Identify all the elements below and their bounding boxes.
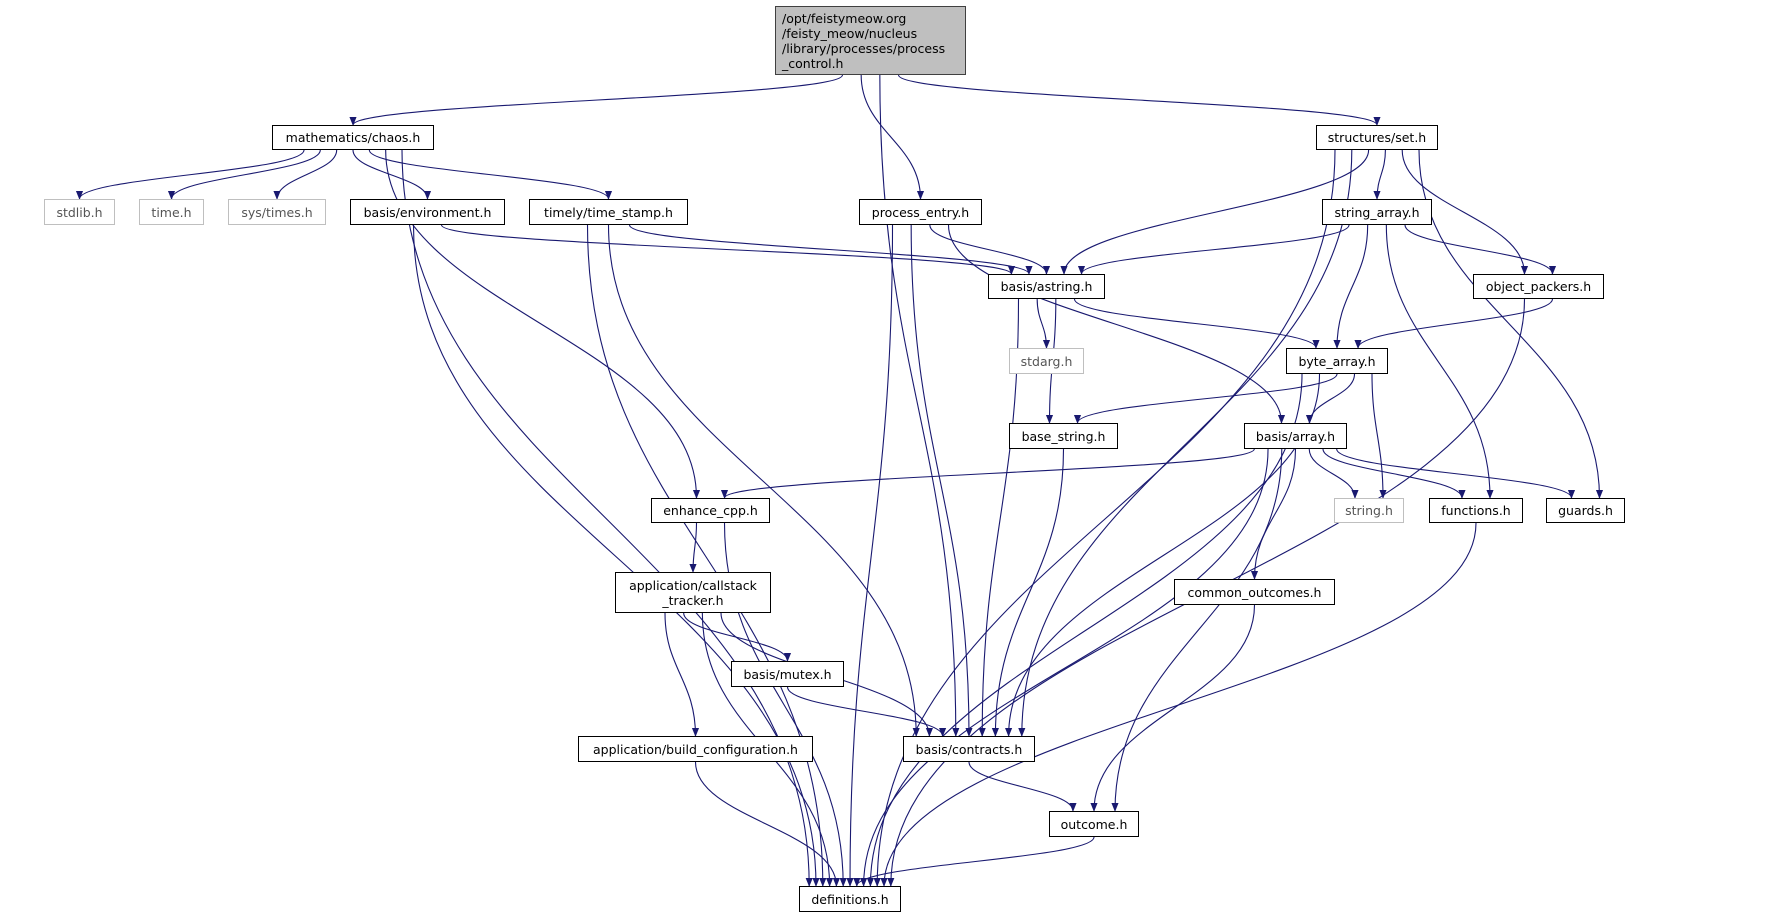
edge-array-to-guards — [1336, 448, 1576, 499]
edge-mutex-to-contracts — [786, 686, 947, 737]
edge-root-to-contracts — [879, 74, 960, 737]
edge-time-stamp-to-definitions — [586, 224, 827, 887]
edge-set-to-contracts — [1018, 149, 1353, 737]
node-array[interactable]: basis/array.h — [1244, 423, 1347, 449]
edge-environment-to-astring — [440, 224, 1015, 275]
edge-array-to-common-outcomes — [1250, 448, 1297, 580]
edge-callstack-to-mutex — [683, 612, 792, 662]
edge-process-entry-to-array — [947, 224, 1286, 424]
edge-process-entry-to-definitions — [846, 224, 894, 887]
node-root: /opt/feistymeow.org /feisty_meow/nucleus… — [775, 6, 966, 75]
edge-byte-array-to-string-h — [1371, 373, 1387, 499]
edge-array-to-string-h — [1308, 448, 1359, 499]
edge-array-to-definitions — [860, 448, 1269, 887]
edge-environment-to-definitions — [412, 224, 820, 887]
edge-array-to-outcome — [1111, 448, 1283, 812]
node-mutex[interactable]: basis/mutex.h — [731, 661, 844, 687]
edge-process-entry-to-astring — [929, 224, 1051, 275]
node-byte-array[interactable]: byte_array.h — [1286, 348, 1388, 374]
edge-common-outcomes-to-outcome — [1090, 604, 1256, 812]
node-functions[interactable]: functions.h — [1429, 498, 1523, 523]
edge-chaos-to-stdlib — [75, 149, 305, 200]
edge-string-array-to-object-packers — [1404, 224, 1557, 275]
edge-time-stamp-to-astring — [628, 224, 1033, 275]
edge-base-string-to-contracts — [991, 448, 1065, 737]
edge-root-to-process-entry — [860, 74, 925, 200]
edge-root-to-chaos — [349, 74, 844, 126]
edge-set-to-definitions — [873, 149, 1336, 887]
edge-byte-array-to-array — [1305, 373, 1356, 424]
edge-byte-array-to-base-string — [1073, 373, 1338, 424]
edge-chaos-to-time-stamp — [368, 149, 613, 200]
edge-build-configuration-to-definitions — [694, 761, 840, 887]
node-guards[interactable]: guards.h — [1546, 498, 1625, 523]
node-environment[interactable]: basis/environment.h — [350, 199, 505, 225]
node-outcome[interactable]: outcome.h — [1049, 811, 1139, 837]
node-contracts[interactable]: basis/contracts.h — [903, 736, 1035, 762]
node-build-configuration[interactable]: application/build_configuration.h — [578, 736, 813, 762]
edge-enhance-cpp-to-callstack — [689, 522, 698, 573]
edge-string-array-to-byte-array — [1333, 224, 1369, 349]
node-time-stamp[interactable]: timely/time_stamp.h — [529, 199, 688, 225]
edge-astring-to-stdarg — [1036, 298, 1051, 349]
edge-array-to-enhance-cpp — [721, 448, 1255, 499]
node-common-outcomes[interactable]: common_outcomes.h — [1174, 579, 1335, 605]
node-astring[interactable]: basis/astring.h — [988, 274, 1105, 299]
edge-chaos-to-systimes — [273, 149, 338, 200]
edge-root-to-set — [897, 74, 1381, 126]
edge-set-to-object-packers — [1401, 149, 1529, 275]
node-object-packers[interactable]: object_packers.h — [1473, 274, 1604, 299]
edge-chaos-to-time — [167, 149, 321, 200]
node-string-h: string.h — [1334, 498, 1404, 523]
edge-string-array-to-functions — [1385, 224, 1494, 499]
node-systimes: sys/times.h — [228, 199, 326, 225]
edge-time-stamp-to-contracts — [607, 224, 920, 737]
node-enhance-cpp[interactable]: enhance_cpp.h — [651, 498, 770, 523]
edge-outcome-to-definitions — [853, 836, 1095, 887]
node-time: time.h — [139, 199, 204, 225]
edge-string-array-to-astring — [1077, 224, 1350, 275]
node-callstack[interactable]: application/callstack _tracker.h — [615, 572, 771, 613]
edge-set-to-astring — [1060, 149, 1370, 275]
edge-process-entry-to-contracts — [910, 224, 973, 737]
node-stdlib: stdlib.h — [44, 199, 115, 225]
edge-astring-to-byte-array — [1073, 298, 1320, 349]
edge-contracts-to-outcome — [968, 761, 1077, 812]
node-definitions[interactable]: definitions.h — [799, 886, 901, 912]
node-chaos[interactable]: mathematics/chaos.h — [272, 125, 434, 150]
node-stdarg: stdarg.h — [1009, 348, 1084, 374]
node-string-array[interactable]: string_array.h — [1322, 199, 1432, 225]
edge-callstack-to-build-configuration — [664, 612, 700, 737]
edge-byte-array-to-definitions — [866, 373, 1303, 887]
edge-array-to-functions — [1322, 448, 1466, 499]
edge-functions-to-definitions — [880, 522, 1477, 887]
edge-object-packers-to-byte-array — [1354, 298, 1554, 349]
node-base-string[interactable]: base_string.h — [1009, 423, 1118, 449]
edge-set-to-string-array — [1373, 149, 1386, 200]
node-process-entry[interactable]: process_entry.h — [859, 199, 982, 225]
edge-chaos-to-environment — [352, 149, 432, 200]
node-set[interactable]: structures/set.h — [1316, 125, 1438, 150]
